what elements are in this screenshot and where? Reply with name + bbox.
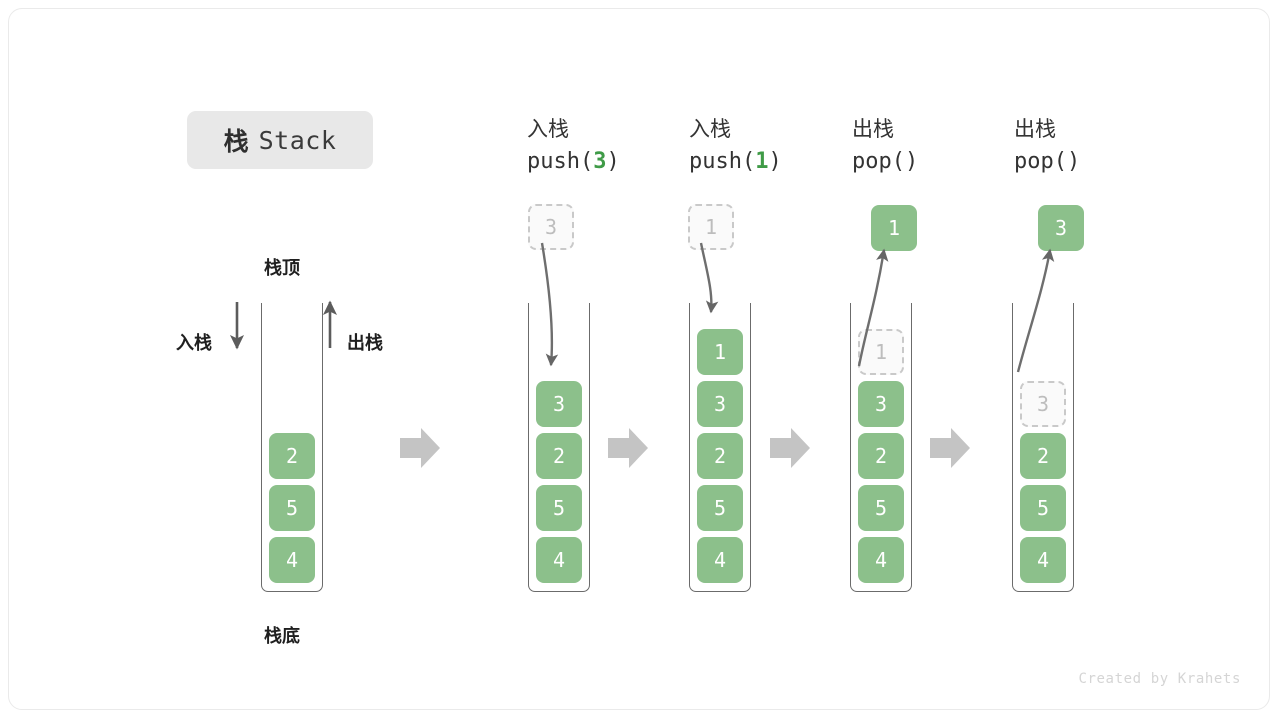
code-suffix: ) — [1066, 149, 1081, 174]
stack-walls — [850, 303, 912, 592]
popped-cell: 1 — [871, 205, 917, 251]
stack-cell: 3 — [697, 381, 743, 427]
stack-walls — [1012, 303, 1074, 592]
code-prefix: push( — [527, 149, 594, 174]
operation-code: pop() — [852, 145, 1002, 179]
stack-cell: 4 — [269, 537, 315, 583]
code-suffix: ) — [904, 149, 919, 174]
stack-top-label: 栈顶 — [264, 258, 300, 278]
column-header-push-3: 入栈 push(3) — [527, 115, 677, 179]
operation-label: 出栈 — [1014, 118, 1056, 141]
stack-cell: 3 — [858, 381, 904, 427]
operation-code: pop() — [1014, 145, 1164, 179]
operation-code: push(1) — [689, 145, 839, 179]
diagram-canvas: 栈 Stack 栈顶 入栈 出栈 2 5 4 栈底 入栈 push(3) 3 3… — [8, 8, 1270, 710]
code-prefix: pop( — [1014, 149, 1067, 174]
stack-walls — [261, 303, 323, 592]
stack-cell: 4 — [858, 537, 904, 583]
operation-label: 出栈 — [852, 118, 894, 141]
code-suffix: ) — [606, 149, 620, 174]
stack-cell: 2 — [269, 433, 315, 479]
stack-walls — [689, 303, 751, 592]
code-arg: 3 — [593, 149, 607, 174]
operation-label: 入栈 — [527, 118, 569, 141]
code-prefix: pop( — [852, 149, 905, 174]
stack-cell: 2 — [1020, 433, 1066, 479]
stack-walls — [528, 303, 590, 592]
stack-cell: 5 — [536, 485, 582, 531]
watermark: Created by Krahets — [1078, 671, 1241, 687]
stack-cell: 4 — [536, 537, 582, 583]
code-prefix: push( — [689, 149, 756, 174]
stack-container-pop-3: 3 2 5 4 — [1012, 303, 1074, 593]
pop-direction-label: 出栈 — [347, 333, 383, 353]
stack-cell: 5 — [697, 485, 743, 531]
column-header-push-1: 入栈 push(1) — [689, 115, 839, 179]
popped-cell: 3 — [1038, 205, 1084, 251]
code-arg: 1 — [755, 149, 769, 174]
stack-container-initial: 2 5 4 — [261, 303, 323, 593]
title-cn: 栈 — [223, 128, 250, 156]
stack-cell: 2 — [697, 433, 743, 479]
operation-label: 入栈 — [689, 118, 731, 141]
title-en: Stack — [258, 125, 337, 155]
diagram-title: 栈 Stack — [187, 111, 373, 169]
stack-cell: 3 — [536, 381, 582, 427]
column-header-pop-1: 出栈 pop() — [852, 115, 1002, 179]
stack-cell: 4 — [1020, 537, 1066, 583]
stack-cell: 5 — [858, 485, 904, 531]
floating-ghost-cell: 1 — [688, 204, 734, 250]
stack-cell: 1 — [697, 329, 743, 375]
stack-cell: 5 — [1020, 485, 1066, 531]
push-direction-label: 入栈 — [176, 333, 212, 353]
vacated-ghost-cell: 1 — [858, 329, 904, 375]
vacated-ghost-cell: 3 — [1020, 381, 1066, 427]
stack-cell: 2 — [858, 433, 904, 479]
stack-container-pop-1: 1 3 2 5 4 — [850, 303, 912, 593]
floating-ghost-cell: 3 — [528, 204, 574, 250]
stack-container-push-1: 1 3 2 5 4 — [689, 303, 751, 593]
stack-cell: 4 — [697, 537, 743, 583]
column-header-pop-3: 出栈 pop() — [1014, 115, 1164, 179]
stack-cell: 5 — [269, 485, 315, 531]
stack-container-push-3: 3 2 5 4 — [528, 303, 590, 593]
code-suffix: ) — [768, 149, 782, 174]
stack-bottom-label: 栈底 — [264, 626, 300, 646]
operation-code: push(3) — [527, 145, 677, 179]
stack-cell: 2 — [536, 433, 582, 479]
